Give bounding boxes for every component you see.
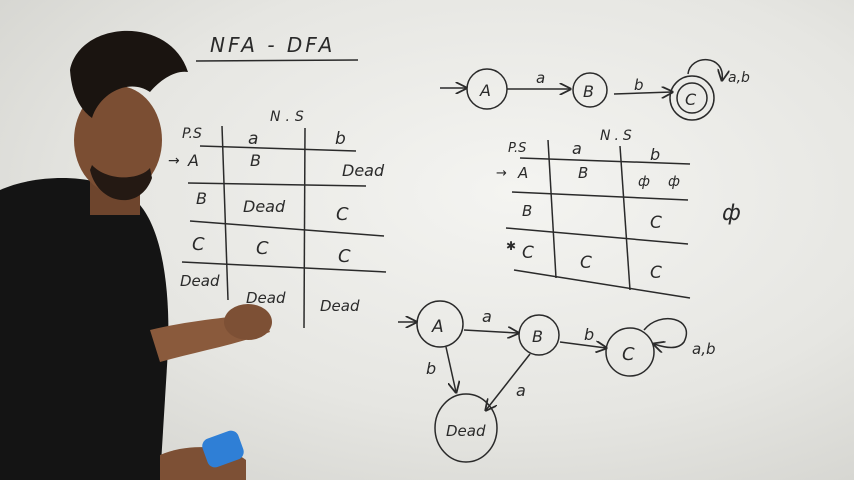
table1-row-c-a: C [256, 238, 269, 259]
table1-row-a-ps: A [187, 151, 199, 170]
table1-row-b-b: C [336, 204, 349, 225]
table2-row-a-b-second: ф [668, 174, 680, 190]
table2-row-a-b: ф [638, 174, 650, 190]
table2-final-marker: ✱ [506, 239, 516, 253]
table1-row-a-b: Dead [342, 161, 385, 180]
table2-row-c-a: C [580, 253, 592, 273]
table1-ps-header: P.S [182, 126, 202, 142]
nfa-loop-label: a,b [728, 70, 750, 86]
dfa-loop-label: a,b [692, 340, 715, 358]
nfa-state-b [572, 72, 608, 108]
dfa-state-a [416, 300, 464, 348]
nfa-label-b: B [583, 82, 594, 101]
dfa-edge-a-dead-label: b [426, 359, 436, 378]
table2-ps-header: P.S [508, 141, 526, 156]
table2-grid [505, 139, 691, 299]
nfa-edge-ab-label: a [536, 69, 545, 87]
table2-col-b: b [650, 145, 660, 164]
phi-symbol: ф [722, 201, 741, 226]
table1-row-dead-ps: Dead [180, 272, 220, 290]
table1-grid [181, 125, 387, 329]
table1-ns-header: N.S [270, 109, 309, 125]
marker-cap [202, 430, 244, 468]
table2-row-c-ps: C [522, 243, 534, 263]
table1-row-dead-b: Dead [320, 297, 360, 315]
table1-col-b: b [335, 129, 346, 149]
nfa-label-a: A [479, 81, 491, 100]
table2-row-a-ps: A [517, 164, 528, 182]
presenter-face [74, 86, 162, 194]
dfa-diagram [398, 300, 687, 463]
presenter-torso [0, 177, 169, 480]
table2-ns-header: N.S [600, 128, 636, 144]
table2-row-c-b: C [650, 263, 662, 283]
dfa-label-dead: Dead [446, 422, 486, 440]
dfa-label-c: C [622, 344, 635, 365]
table1-row-c-b: C [338, 246, 351, 267]
table2-col-a: a [572, 139, 582, 158]
dfa-state-b [518, 314, 560, 356]
dfa-edge-bc-label: b [584, 325, 594, 344]
table1-row-a-a: B [250, 151, 261, 170]
table1-row-dead-a: Dead [246, 289, 286, 307]
title-underline [195, 59, 359, 62]
nfa-edge-bc-label: b [634, 76, 644, 94]
table2-row-b-b: C [650, 213, 662, 233]
table1-row-b-a: Dead [243, 197, 286, 216]
table1-col-a: a [248, 129, 258, 149]
nfa-diagram [440, 59, 722, 121]
table2-row-b-ps: B [522, 202, 532, 220]
dfa-edge-b-dead-label: a [516, 381, 526, 400]
presenter-hand [224, 304, 272, 340]
nfa-state-c-outer [669, 75, 715, 121]
table1-row-b-ps: B [196, 189, 207, 208]
dfa-label-a: A [431, 317, 444, 337]
presenter-hair [70, 30, 188, 118]
presenter-beard [90, 165, 152, 201]
dfa-state-dead [434, 393, 498, 463]
board-title: NFA - DFA [210, 33, 335, 57]
nfa-label-c: C [685, 90, 697, 109]
dfa-edge-ab-label: a [482, 307, 492, 326]
dfa-label-b: B [532, 327, 543, 346]
table2-row-a-a: B [578, 164, 588, 182]
table1-start-arrow: → [168, 153, 180, 169]
table2-start-arrow: → [496, 166, 507, 181]
nfa-state-c-inner [676, 82, 708, 114]
presenter [0, 30, 272, 480]
table1-row-c-ps: C [192, 234, 205, 255]
